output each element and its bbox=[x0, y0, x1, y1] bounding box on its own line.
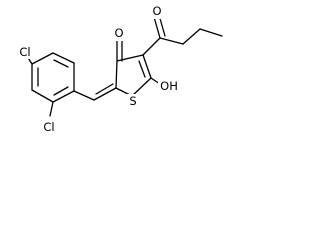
acyl-oxygen-label: O bbox=[152, 4, 161, 18]
bond bbox=[49, 101, 54, 117]
bond bbox=[73, 90, 95, 101]
label-background bbox=[126, 94, 139, 108]
dichlorophenyl-ring bbox=[31, 52, 75, 103]
bond bbox=[93, 87, 117, 101]
label-background bbox=[158, 79, 180, 93]
bond bbox=[116, 54, 144, 62]
bond bbox=[182, 28, 201, 45]
thiophenone-ring bbox=[115, 54, 152, 97]
chloro-top-label: Cl bbox=[19, 45, 30, 59]
bond bbox=[153, 16, 161, 39]
chemical-structure: Cl Cl O O S OH bbox=[15, 4, 223, 134]
hydroxyl-label: OH bbox=[160, 79, 178, 93]
bond bbox=[52, 52, 75, 64]
chloro-bottom-label: Cl bbox=[43, 120, 54, 134]
label-background bbox=[15, 45, 35, 59]
bond bbox=[142, 54, 152, 79]
bond bbox=[142, 37, 161, 56]
bond bbox=[159, 37, 184, 45]
label-background bbox=[112, 27, 126, 41]
bond bbox=[199, 28, 223, 37]
ring-sulfur-label: S bbox=[129, 94, 136, 108]
double-bond-second-line bbox=[138, 60, 146, 78]
bond bbox=[31, 52, 54, 65]
double-bond-second-line bbox=[95, 83, 114, 95]
bond bbox=[131, 77, 152, 97]
bond bbox=[52, 90, 75, 103]
label-background bbox=[150, 5, 164, 19]
label-background bbox=[39, 120, 59, 134]
bond bbox=[115, 60, 118, 89]
bond bbox=[31, 89, 54, 103]
aromatic-inner-bond bbox=[53, 86, 69, 96]
ketone-oxygen-label: O bbox=[114, 26, 123, 40]
aromatic-inner-bond bbox=[53, 59, 69, 68]
